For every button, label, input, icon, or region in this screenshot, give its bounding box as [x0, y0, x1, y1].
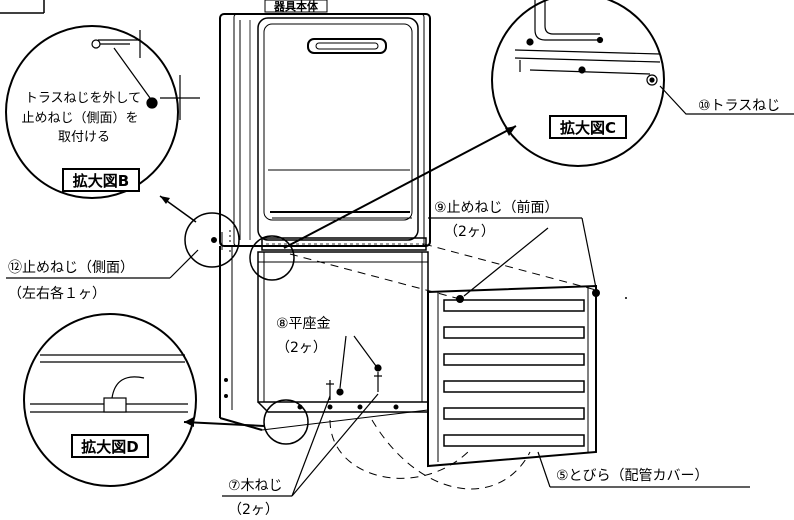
callout-side-screw: ⑫止めねじ（側面） （左右各１ヶ） [6, 249, 199, 302]
door-screw-right [592, 289, 600, 297]
magnified-view-d: 拡大図D [23, 313, 197, 487]
pipe-cover-frame [219, 246, 429, 431]
leader-c [283, 125, 517, 249]
bracket-detail-c [514, 0, 661, 86]
top-fitting: 器具本体 [264, 0, 328, 13]
detail-b-screws [211, 230, 231, 252]
corner-fragment [0, 0, 45, 14]
top-label: 器具本体 [273, 0, 319, 13]
wood-screw-label: ⑦木ねじ [228, 478, 283, 494]
note-line-1: トラスねじを外して [25, 91, 141, 106]
flat-washer-label: ⑧平座金 [276, 316, 331, 332]
front-screw-label: ⑨止めねじ（前面） [434, 199, 559, 216]
arrow-b [160, 196, 170, 204]
detail-d-marker [263, 399, 309, 445]
truss-screw-label: ⑩トラスねじ [698, 98, 780, 114]
note-line-3: 取付ける [58, 130, 110, 145]
magnified-b-title: 拡大図B [73, 172, 129, 190]
hinge-detail-d [30, 354, 188, 413]
callout-front-screw: ⑨止めねじ（前面） （2ヶ） [428, 199, 597, 297]
detail-c-marker [249, 235, 295, 281]
side-screw-qty: （左右各１ヶ） [8, 286, 106, 302]
leader-d [183, 421, 265, 427]
callout-flat-washer: ⑧平座金 （2ヶ） [276, 316, 377, 389]
arrow-c [505, 126, 516, 136]
magnified-d-title: 拡大図D [81, 438, 138, 456]
magnified-c-title: 拡大図C [560, 119, 616, 137]
note-line-2: 止めねじ（側面）を [21, 111, 138, 126]
frame-screw-right [374, 364, 382, 392]
callout-door-cover: ⑤とびら（配管カバー） [537, 451, 750, 488]
leader-truss [659, 85, 794, 115]
dot-mark [625, 297, 627, 299]
detail-b-marker [184, 212, 240, 268]
door-pipe-cover [427, 284, 597, 468]
magnified-view-b: トラスねじを外して 止めねじ（側面）を 取付ける 拡大図B [5, 25, 200, 199]
water-heater-body [219, 13, 431, 251]
front-screw-qty: （2ヶ） [444, 224, 495, 240]
door-cover-label: ⑤とびら（配管カバー） [556, 468, 709, 484]
arrow-d [184, 417, 194, 427]
wood-screw-qty: （2ヶ） [228, 502, 279, 518]
assembly-dash-lines [289, 243, 597, 490]
side-screw-label: ⑫止めねじ（側面） [8, 260, 134, 276]
flat-washer-qty: （2ヶ） [276, 340, 327, 356]
screw-detail-b [91, 30, 200, 120]
magnified-view-c: 拡大図C [491, 0, 665, 167]
callout-wood-screw: ⑦木ねじ （2ヶ） [222, 393, 379, 518]
